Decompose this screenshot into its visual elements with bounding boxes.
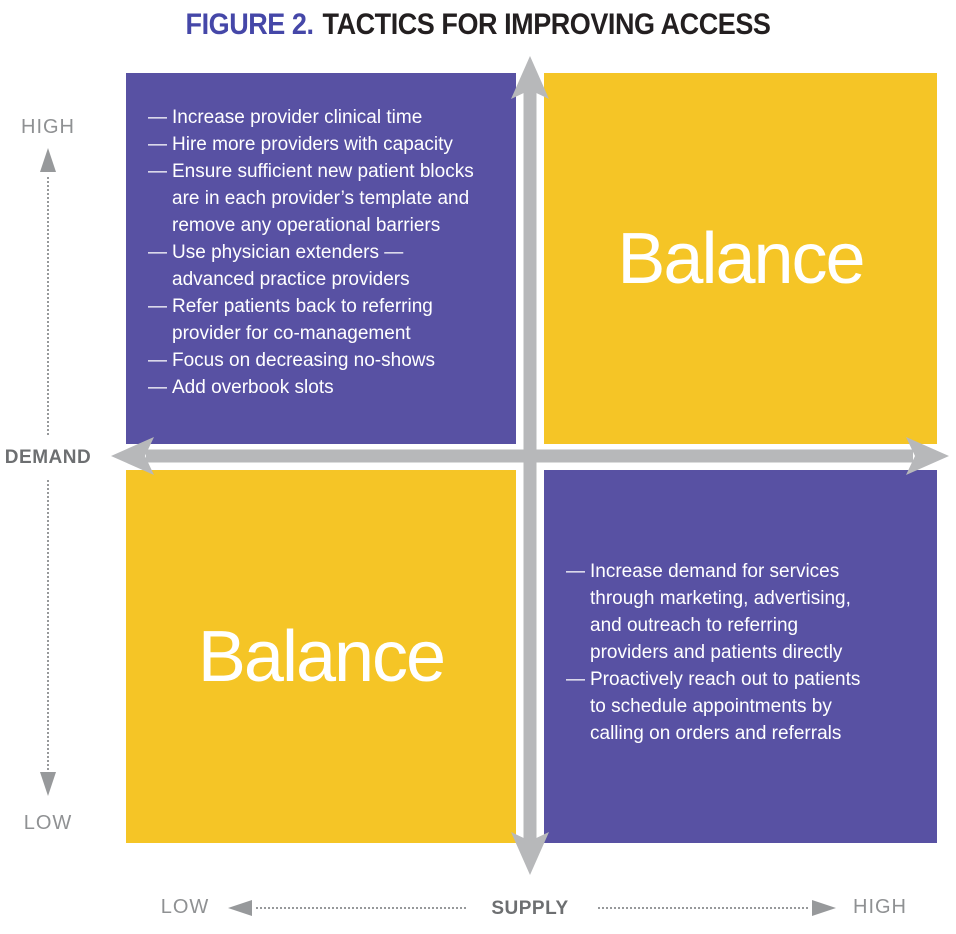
supply-high-label: HIGH (853, 896, 907, 918)
dash-marker: — (148, 134, 167, 155)
tactic-text: Add overbook slots (172, 377, 334, 398)
demand-high-label: HIGH (21, 116, 75, 138)
demand-tactics-list: — Increase demand for services through m… (544, 470, 937, 747)
list-item: — Use physician extenders — advanced pra… (148, 239, 482, 293)
dash-marker: — (148, 350, 167, 371)
dash-marker: — (566, 561, 585, 582)
quadrant-bottom-right: — Increase demand for services through m… (544, 470, 937, 843)
supply-tactics-list: — Increase provider clinical time — Hire… (126, 73, 516, 401)
supply-dotted-line-left (256, 907, 466, 909)
list-item: — Increase provider clinical time (148, 104, 482, 131)
demand-dotted-line-top (47, 177, 49, 435)
dash-marker: — (148, 107, 167, 128)
supply-arrow-right-icon (812, 900, 836, 916)
demand-low-label: LOW (23, 812, 73, 834)
balance-wrap: Balance (544, 73, 937, 444)
demand-axis-label: DEMAND (4, 447, 92, 468)
list-item: — Refer patients back to referring provi… (148, 293, 482, 347)
quadrant-bottom-left: Balance (126, 470, 516, 843)
supply-low-label: LOW (160, 896, 210, 918)
list-item: — Increase demand for services through m… (566, 558, 878, 666)
figure-number-label: FIGURE 2. (185, 8, 314, 41)
supply-arrow-left-icon (228, 900, 252, 916)
list-item: — Proactively reach out to patients to s… (566, 666, 878, 747)
balance-wrap: Balance (126, 470, 516, 843)
list-item: — Ensure sufficient new patient blocks a… (148, 158, 482, 239)
tactic-text: Proactively reach out to patients to sch… (590, 669, 861, 744)
demand-arrow-down-icon (40, 772, 56, 796)
dash-marker: — (148, 296, 167, 317)
supply-dotted-line-right (598, 907, 808, 909)
figure-title-text: TACTICS FOR IMPROVING ACCESS (322, 8, 771, 41)
quadrant-top-right: Balance (544, 73, 937, 444)
list-item: — Focus on decreasing no-shows (148, 347, 482, 374)
figure-title: FIGURE 2.TACTICS FOR IMPROVING ACCESS (48, 8, 908, 42)
demand-arrow-up-icon (40, 148, 56, 172)
tactic-text: Ensure sufficient new patient blocks are… (172, 161, 474, 236)
dash-marker: — (148, 242, 167, 263)
balance-label-bottom-left: Balance (197, 616, 446, 697)
tactic-text: Increase demand for services through mar… (590, 561, 851, 663)
demand-dotted-line-bottom (47, 480, 49, 770)
dash-marker: — (148, 161, 167, 182)
tactic-text: Focus on decreasing no-shows (172, 350, 435, 371)
list-item: — Hire more providers with capacity (148, 131, 482, 158)
dash-marker: — (566, 669, 585, 690)
tactic-text: Increase provider clinical time (172, 107, 423, 128)
balance-label-top-right: Balance (617, 218, 865, 299)
tactic-text: Hire more providers with capacity (172, 134, 453, 155)
supply-axis-label: SUPPLY (491, 898, 569, 919)
tactic-text: Use physician extenders — advanced pract… (172, 242, 410, 290)
dash-marker: — (148, 377, 167, 398)
tactic-text: Refer patients back to referring provide… (172, 296, 433, 344)
list-item: — Add overbook slots (148, 374, 482, 401)
quadrant-top-left: — Increase provider clinical time — Hire… (126, 73, 516, 444)
